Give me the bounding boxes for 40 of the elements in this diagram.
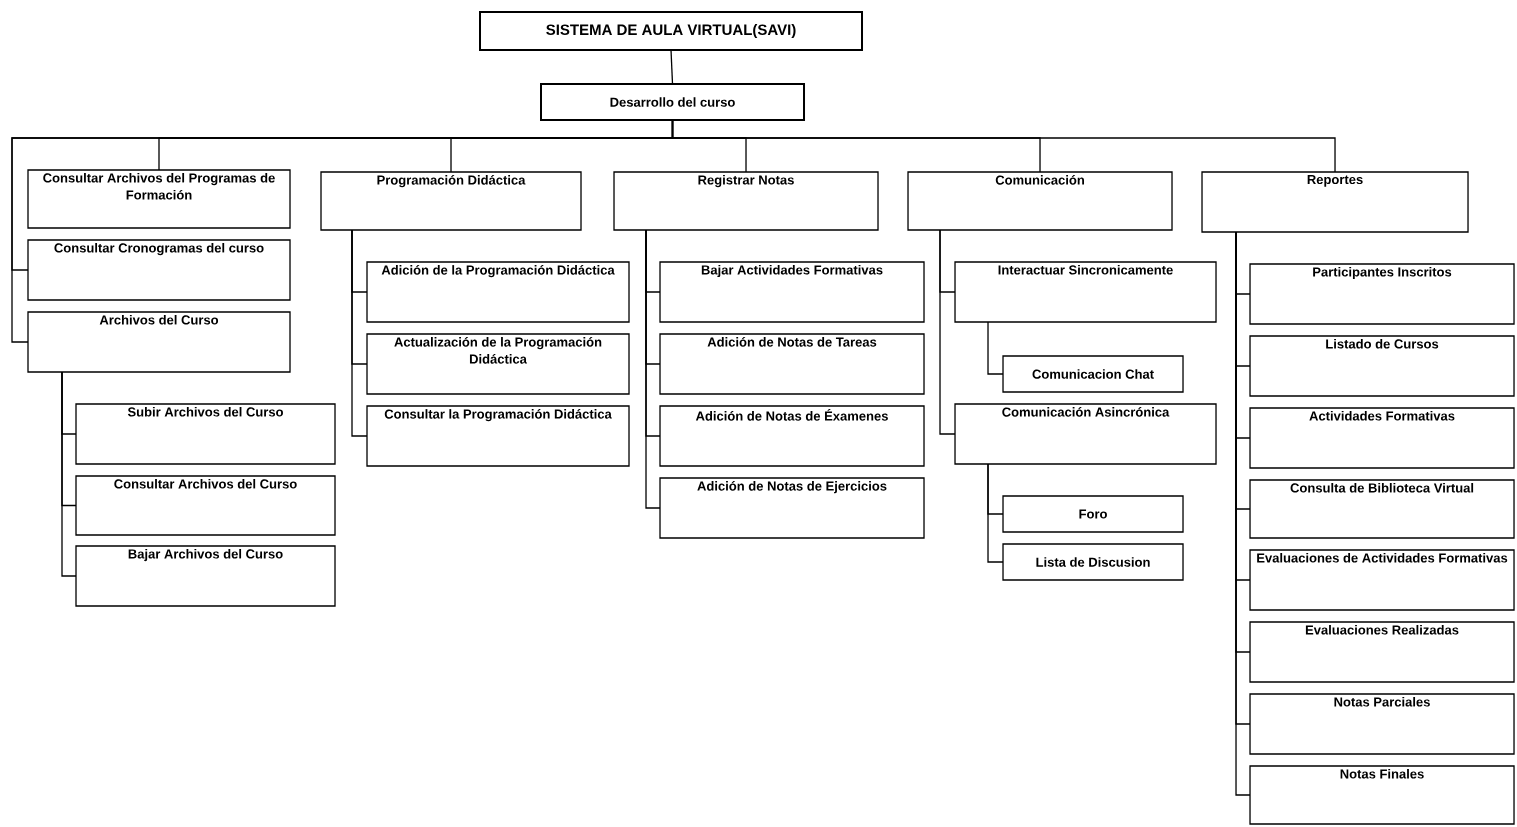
process-box: Consultar Archivos del Curso (75, 475, 336, 536)
process-box: Listado de Cursos (1249, 335, 1515, 397)
connector-line (670, 49, 674, 85)
process-box: Comunicación Asincrónica (954, 403, 1217, 465)
process-box: Participantes Inscritos (1249, 263, 1515, 325)
process-box: Registrar Notas (613, 171, 879, 231)
process-box: Comunicación (907, 171, 1173, 231)
process-box: Consulta de Biblioteca Virtual (1249, 479, 1515, 539)
process-box: Consultar la Programación Didáctica (366, 405, 630, 467)
process-box: Desarrollo del curso (540, 83, 805, 121)
connector-line (987, 463, 1004, 563)
connector-line (671, 119, 1336, 173)
process-box: Comunicacion Chat (1002, 355, 1184, 393)
title-box: SISTEMA DE AULA VIRTUAL(SAVI) (479, 11, 863, 51)
process-box: Reportes (1201, 171, 1469, 233)
connector-line (61, 371, 77, 577)
process-box: Adición de Notas de Éxamenes (659, 405, 925, 467)
process-box: Interactuar Sincronicamente (954, 261, 1217, 323)
process-box: Foro (1002, 495, 1184, 533)
process-box: Notas Parciales (1249, 693, 1515, 755)
process-box: Evaluaciones de Actividades Formativas (1249, 549, 1515, 611)
process-box: Archivos del Curso (27, 311, 291, 373)
connector-line (645, 229, 661, 509)
process-box: Notas Finales (1249, 765, 1515, 825)
process-box: Actualización de la Programación Didáctica (366, 333, 630, 395)
process-box: Bajar Actividades Formativas (659, 261, 925, 323)
process-box: Evaluaciones Realizadas (1249, 621, 1515, 683)
process-box: Lista de Discusion (1002, 543, 1184, 581)
process-box: Actividades Formativas (1249, 407, 1515, 469)
process-box: Consultar Archivos del Programas de Formación (27, 169, 291, 229)
process-box: Adición de Notas de Tareas (659, 333, 925, 395)
process-box: Bajar Archivos del Curso (75, 545, 336, 607)
connector-line (987, 321, 1004, 375)
connector-line (351, 229, 368, 437)
process-box: Adición de la Programación Didáctica (366, 261, 630, 323)
process-box: Programación Didáctica (320, 171, 582, 231)
process-box: Subir Archivos del Curso (75, 403, 336, 465)
process-box: Consultar Cronogramas del curso (27, 239, 291, 301)
connector-line (939, 229, 956, 435)
process-box: Adición de Notas de Ejercicios (659, 477, 925, 539)
